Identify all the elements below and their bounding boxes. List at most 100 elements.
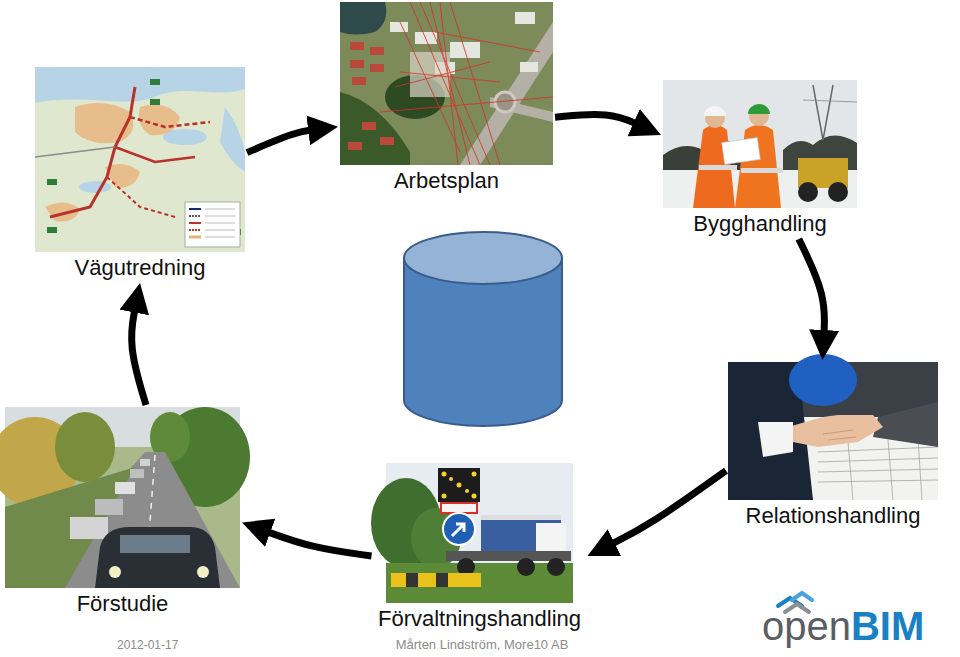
drawing-part [789,354,857,406]
stage-label: Relationshandling [728,503,938,529]
drawing-part [380,2,553,165]
stage-node: Relationshandling [728,362,938,529]
drawing-part [205,223,235,224]
drawing-part [803,100,857,102]
drawing-part [380,137,394,145]
drawing-part [150,79,160,85]
drawing-part [515,12,535,24]
stage-node: Förstudie [5,407,240,617]
date-note: 2012-01-17 [117,639,178,653]
drawing-part [205,230,235,231]
database-cylinder [404,232,562,426]
truck-picture [371,463,573,603]
drawing-part [340,2,553,165]
drawing-part [430,2,470,165]
drawing-part [95,527,220,588]
picture-frame [663,80,857,208]
drawing-part [404,232,562,284]
drawing-part [390,22,408,32]
cycle-arrow [555,115,639,126]
stage-node: Bygghandling [663,80,857,237]
drawing-part [813,85,823,140]
drawing-part [438,468,480,502]
drawing-part [848,442,853,500]
drawing-part [35,147,115,157]
drawing-part [735,125,781,208]
cycle-arrow [265,531,372,556]
drawing-part [741,168,783,173]
drawing-part [520,62,538,72]
drawing-part [386,563,573,603]
drawing-part [140,459,150,466]
drawing-part [818,438,938,500]
drawing-part [452,524,464,536]
drawing-part [185,202,240,247]
drawing-part [442,472,477,499]
drawing-part [406,573,418,587]
drawing-part [457,483,462,488]
drawing-part [798,182,818,202]
drawing-part [95,499,123,515]
drawing-part [873,402,938,447]
traffic-picture [0,407,250,588]
drawing-part [481,515,561,520]
drawing-part [189,208,201,210]
drawing-part [547,558,565,576]
drawing-part [5,467,135,588]
aerial-picture [340,2,553,165]
stage-label: Förstudie [5,591,240,617]
drawing-part [450,2,500,165]
author-note: Mårten Lindström, More10 AB [396,638,569,653]
picture-frame [35,67,245,252]
drawing-part [352,77,366,85]
drawing-part [350,60,364,68]
drawing-part [410,2,480,165]
drawing-part [370,47,384,55]
drawing-part [758,422,793,457]
drawing-part [220,107,245,172]
drawing-part [47,179,57,185]
picture-frame [5,407,240,588]
drawing-part [205,216,235,217]
drawing-part [115,482,135,494]
drawing-part [435,32,540,52]
drawing-part [442,472,447,477]
drawing-part [818,458,938,462]
stage-node: Vägutredning [35,67,245,281]
cycle-arrow [132,307,146,405]
drawing-part [115,147,195,162]
drawing-part [436,573,448,587]
drawing-part [120,535,190,553]
drawing-part [391,573,481,587]
drawing-part [79,181,111,193]
workers-picture [663,80,857,208]
drawing-part [130,469,144,478]
stage-node: Förvaltningshandling [374,463,586,632]
drawing-part [362,122,376,130]
drawing-part [517,558,535,576]
drawing-part [35,67,245,103]
drawing-part [818,480,938,482]
drawing-part [370,64,384,72]
drawing-part [205,209,235,210]
drawing-part [50,87,135,217]
drawing-part [75,103,133,143]
stage-node: Arbetsplan [340,2,553,194]
drawing-part [828,182,848,202]
drawing-part [699,165,737,170]
drawing-part [400,72,500,82]
drawing-part [47,227,57,233]
drawing-part [197,566,209,578]
map-picture [35,67,245,252]
drawing-part [748,104,770,114]
stage-label: Vägutredning [35,255,245,281]
drawing-part [823,430,856,440]
drawing-part [722,138,761,165]
drawing-part [441,503,477,513]
drawing-part [818,447,938,452]
drawing-part [792,593,812,600]
handshake-picture [728,354,938,500]
drawing-part [395,62,490,87]
